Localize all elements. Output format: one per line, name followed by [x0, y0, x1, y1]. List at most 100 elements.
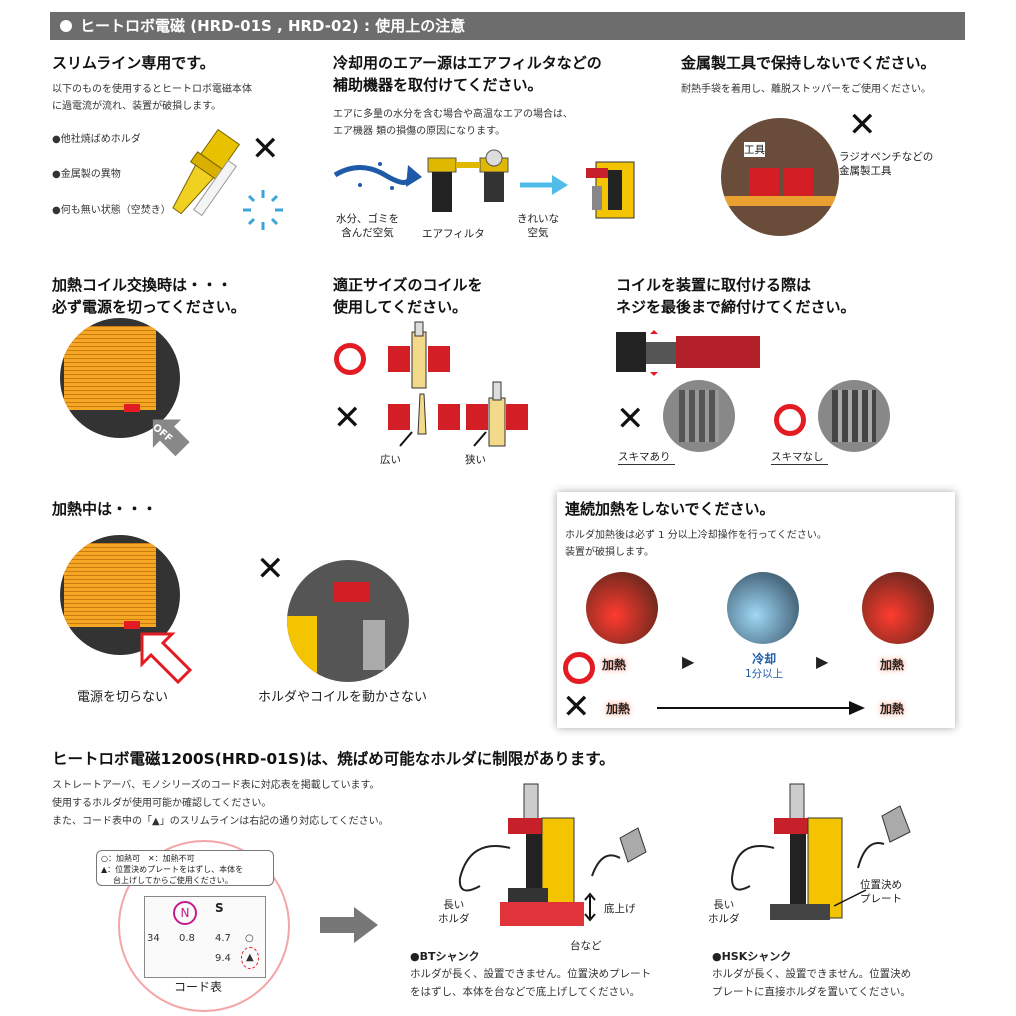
cell-r2-c3: 9.4 — [215, 953, 231, 964]
cell-r1-c3: 4.7 — [215, 933, 231, 944]
long-arrow-icon — [657, 701, 865, 715]
s8-heat-label-2: 加熱 — [880, 658, 905, 672]
s3-photo — [721, 118, 839, 236]
code-table: N S 34 0.8 4.7 ○ 9.4 ▲ — [144, 896, 266, 978]
s3-title: 金属製工具で保持しないでください。 — [681, 54, 936, 72]
s6-coil-photo — [616, 330, 760, 376]
s8-heat-photo-1 — [586, 572, 658, 644]
s8-heat-photo-2 — [862, 572, 934, 644]
s1-item-1: ●他社焼ばめホルダ — [52, 134, 141, 145]
code-table-header-n: N — [173, 901, 197, 925]
s6-gap-label: スキマあり — [618, 449, 675, 465]
clean-air-arrow-icon — [552, 175, 568, 195]
s1-item-2: ●金属製の異物 — [52, 169, 121, 180]
s6-gap-photo — [663, 380, 735, 452]
s5-ok-icon — [334, 343, 366, 375]
s2-label-3: きれいな空気 — [517, 213, 559, 239]
s7-x-icon: ✕ — [256, 549, 285, 589]
code-table-label: コード表 — [174, 980, 223, 994]
pointer-arrow-icon — [140, 632, 193, 684]
s9-desc3: また、コード表中の「▲」のスリムラインは右記の通り対応してください。 — [52, 816, 389, 827]
s5-x-icon: ✕ — [333, 398, 362, 438]
s7-photo-1 — [60, 535, 180, 655]
big-arrow-icon — [320, 907, 378, 943]
s1-x-icon: ✕ — [251, 129, 280, 169]
s8-x-icon: ✕ — [562, 687, 591, 727]
s9-title: ヒートロボ電磁1200S(HRD-01S)は、焼ばめ可能なホルダに制限があります… — [52, 750, 615, 768]
s4-title-1: 加熱コイル交換時は・・・ — [52, 276, 233, 294]
s6-nogap-photo — [818, 380, 890, 452]
s3-x-icon: ✕ — [848, 105, 877, 145]
s8-heat-label-4: 加熱 — [880, 702, 905, 716]
header-title: ヒートロボ電磁 (HRD-01S , HRD-02) : 使用上の注意 — [80, 17, 466, 35]
cell-r1-c1: 34 — [147, 933, 160, 944]
dirty-air-arrow-icon — [406, 165, 422, 187]
bt-shank-illustration — [458, 783, 647, 926]
s2-desc2: エア機器 類の損傷の原因になります。 — [333, 126, 506, 137]
s8-cool-photo — [727, 572, 799, 644]
arrow-right-icon-2: ▶ — [816, 652, 829, 671]
cell-r1-c4: ○ — [245, 933, 254, 944]
s1-title: スリムライン専用です。 — [52, 54, 215, 72]
code-table-callout: N S 34 0.8 4.7 ○ 9.4 ▲ コード表 — [118, 840, 290, 1012]
s9-desc2: 使用するホルダが使用可能か確認してください。 — [52, 798, 272, 809]
s8-desc2: 装置が破損します。 — [565, 547, 654, 558]
s2-label-1: 水分、ゴミを含んだ空気 — [336, 213, 399, 239]
s9-desc1: ストレートアーバ、モノシリーズのコード表に対応表を掲載しています。 — [52, 780, 380, 791]
s2-desc1: エアに多量の水分を含む場合や高温なエアの場合は、 — [333, 109, 573, 120]
s6-title-1: コイルを装置に取付ける際は — [616, 276, 812, 294]
bullet-icon — [60, 20, 72, 32]
s4-title-2: 必ず電源を切ってください。 — [52, 298, 246, 316]
cell-r2-c4: ▲ — [241, 947, 259, 969]
s8-title: 連続加熱をしないでください。 — [565, 500, 775, 518]
s6-x-icon: ✕ — [616, 399, 645, 439]
hsk-plate-label: 位置決めプレート — [860, 879, 902, 905]
s5-title-1: 適正サイズのコイルを — [333, 276, 483, 294]
bt-desc1: ホルダが長く、設置できません。位置決めプレート — [410, 968, 652, 980]
hsk-desc1: ホルダが長く、設置できません。位置決め — [712, 968, 912, 980]
bt-desc2: をはずし、本体を台などで底上げしてください。 — [410, 986, 641, 998]
bt-stand-label: 台など — [570, 940, 602, 952]
bt-holder-label: 長いホルダ — [438, 899, 470, 925]
page-header: ヒートロボ電磁 (HRD-01S , HRD-02) : 使用上の注意 — [50, 12, 965, 40]
s1-item-3: ●何も無い状態（空焚き） — [52, 205, 171, 216]
hsk-holder-label: 長いホルダ — [708, 899, 740, 925]
s7-label-2: ホルダやコイルを動かさない — [258, 690, 428, 705]
s6-title-2: ネジを最後まで締付けてください。 — [616, 298, 856, 316]
s5-wide-label: 広い — [380, 454, 401, 466]
arrow-right-icon: ▶ — [682, 652, 695, 671]
legend-bubble: ○：加熱可 ✕：加熱不可▲：位置決めプレートをはずし、本体を台上げしてからご使用… — [96, 850, 274, 886]
s7-photo-2 — [287, 560, 409, 682]
s1-desc1: 以下のものを使用するとヒートロボ電磁本体 — [52, 84, 252, 95]
s5-narrow-label: 狭い — [465, 454, 486, 466]
s8-ok-icon — [563, 652, 595, 684]
hsk-shank-illustration — [730, 783, 911, 920]
s7-title: 加熱中は・・・ — [52, 500, 158, 518]
s1-illustration: ✕ — [172, 128, 283, 230]
s5-coil-diagram — [388, 321, 528, 447]
s5-title-2: 使用してください。 — [333, 298, 468, 316]
cell-r1-c2: 0.8 — [179, 933, 195, 944]
code-table-header-s: S — [215, 901, 224, 915]
s8-heat-label-3: 加熱 — [606, 702, 631, 716]
hsk-title: ●HSKシャンク — [712, 950, 792, 963]
s3-tool-desc: ラジオペンチなどの金属製工具 — [839, 151, 934, 177]
s2-label-2: エアフィルタ — [422, 228, 485, 240]
s3-tool-label: 工具 — [744, 142, 765, 157]
s7-label-1: 電源を切らない — [77, 690, 169, 705]
s4-photo — [60, 318, 180, 438]
bt-raise-label: 底上げ — [604, 903, 636, 915]
hsk-desc2: プレートに直接ホルダを置いてください。 — [712, 986, 911, 998]
s2-illustration — [333, 149, 635, 219]
s1-desc2: に過電流が流れ、装置が破損します。 — [52, 101, 222, 112]
s8-desc1: ホルダ加熱後は必ず 1 分以上冷却操作を行ってください。 — [565, 530, 827, 541]
bt-title: ●BTシャンク — [410, 950, 480, 963]
s2-title-1: 冷却用のエアー源はエアフィルタなどの — [333, 54, 602, 72]
s8-heat-label-1: 加熱 — [602, 658, 627, 672]
off-arrow-icon — [152, 419, 190, 457]
s3-desc: 耐熱手袋を着用し、離脱ストッパーをご使用ください。 — [681, 84, 931, 95]
s6-nogap-label: スキマなし — [771, 449, 828, 465]
s2-title-2: 補助機器を取付けてください。 — [333, 76, 543, 94]
s6-ok-icon — [774, 404, 806, 436]
